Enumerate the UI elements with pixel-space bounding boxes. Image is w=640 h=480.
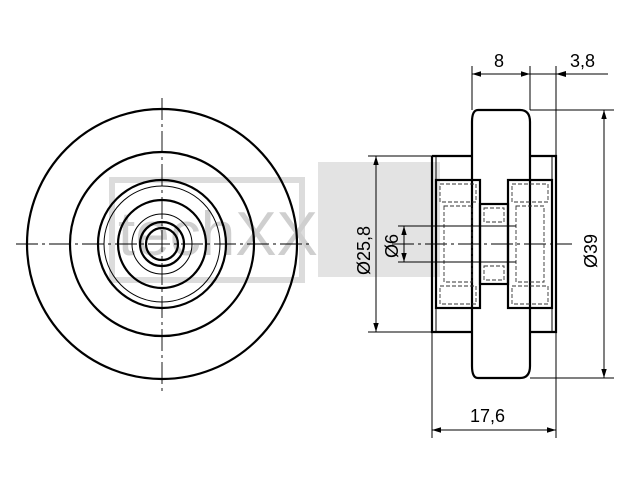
axle-groove-bottom bbox=[483, 265, 505, 281]
bearing-mid-circle bbox=[116, 198, 208, 290]
dim-diameter-bore: Ø6 bbox=[382, 234, 402, 258]
axle-spacer bbox=[478, 202, 510, 286]
bearing-left-race-top bbox=[439, 183, 477, 203]
front-view bbox=[16, 98, 312, 392]
dim-width-outer: 8 bbox=[494, 51, 504, 71]
dimensions: 8 3,8 Ø39 Ø25,8 Ø6 17,6 bbox=[354, 51, 614, 438]
hub-right-outline bbox=[530, 154, 558, 334]
dim-total-width: 17,6 bbox=[470, 406, 505, 426]
bearing-left-race-bottom bbox=[439, 285, 477, 305]
tire-outline bbox=[470, 108, 532, 380]
bearing-left-inner bbox=[443, 205, 473, 283]
hub-outer-circle bbox=[68, 150, 256, 338]
side-view bbox=[392, 108, 572, 380]
dim-diameter-hub: Ø25,8 bbox=[354, 226, 374, 275]
bearing-right-race-top bbox=[511, 183, 549, 203]
dim-diameter-outer: Ø39 bbox=[581, 234, 601, 268]
axle-groove-top bbox=[483, 207, 505, 223]
dim-arrow-flange bbox=[556, 71, 566, 77]
bearing-inner-circle bbox=[131, 213, 193, 275]
bore-outer-circle bbox=[138, 220, 186, 268]
bearing-outer-circle bbox=[103, 185, 221, 303]
bore-circle bbox=[144, 226, 180, 262]
bearing-right-race-bottom bbox=[511, 285, 549, 305]
watermark-box bbox=[318, 162, 440, 277]
dim-width-flange: 3,8 bbox=[570, 51, 595, 71]
hub-inner-circle bbox=[96, 178, 228, 310]
outer-rim-circle bbox=[25, 107, 299, 381]
bearing-right-inner bbox=[515, 205, 545, 283]
